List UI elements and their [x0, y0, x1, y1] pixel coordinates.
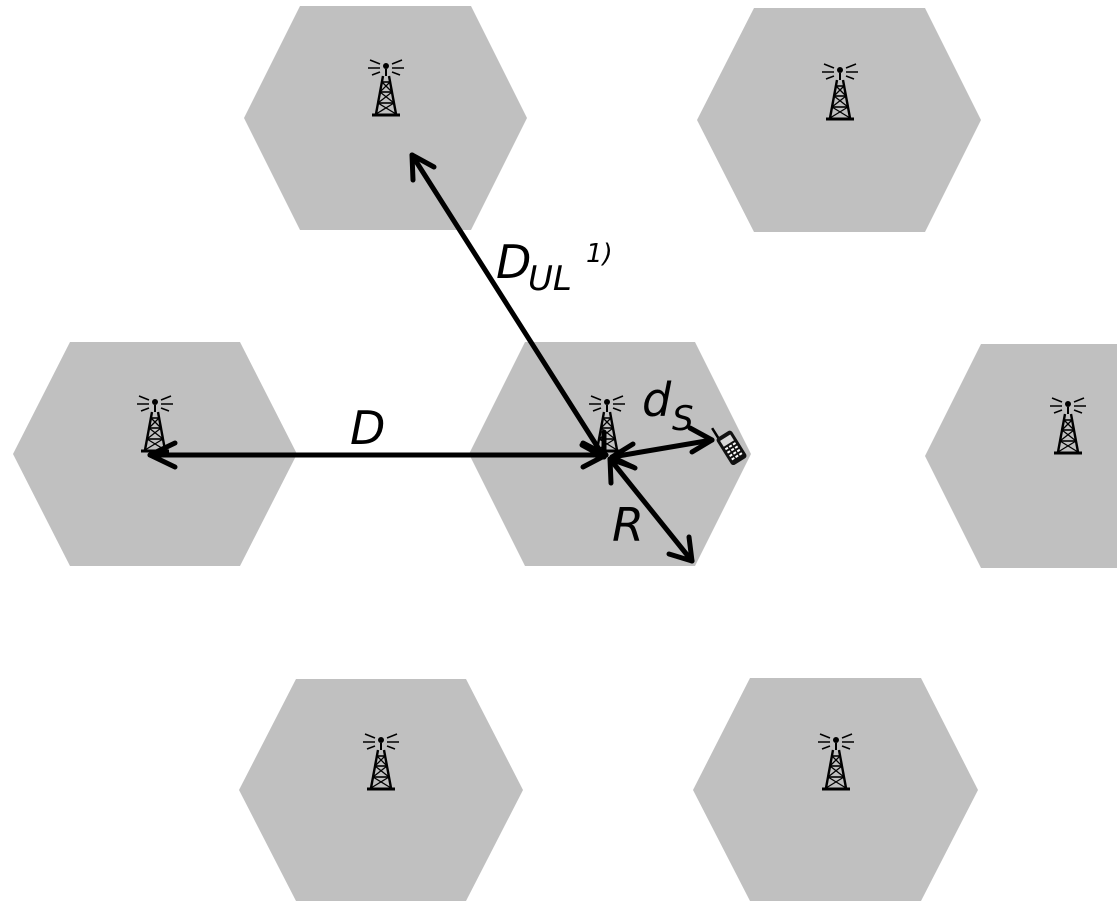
user-distance-subscript: S	[672, 399, 694, 439]
user-distance-symbol: d	[642, 373, 672, 427]
cell-radius-label: R	[612, 498, 644, 552]
user-distance-label: d S	[642, 373, 694, 439]
uplink-distance-superscript: 1)	[586, 239, 613, 269]
uplink-distance-label: D UL 1)	[496, 235, 613, 299]
uplink-interference-arrow	[409, 152, 607, 460]
reuse-distance-label: D	[350, 401, 385, 455]
cell-hexagon-center	[469, 342, 751, 566]
uplink-distance-symbol: D	[496, 235, 531, 289]
uplink-distance-subscript: UL	[528, 259, 572, 299]
cell-hexagon-north-west	[244, 6, 527, 230]
mobile-phone-icon	[711, 427, 747, 466]
cell-radius-arrow	[607, 456, 695, 564]
cell-hexagon-east	[925, 344, 1117, 568]
